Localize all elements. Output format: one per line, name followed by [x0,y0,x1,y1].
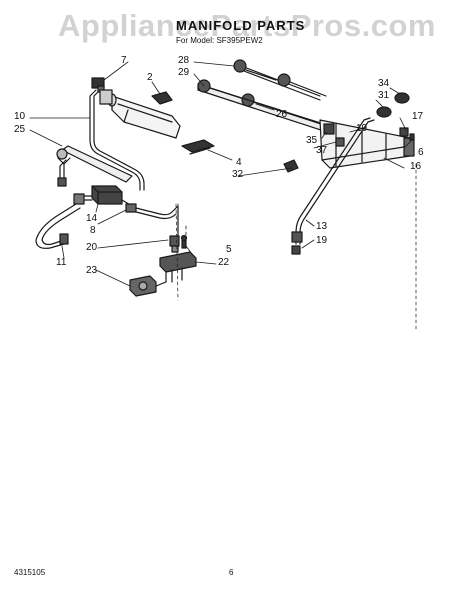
burner-tube [99,89,181,139]
callout-22: 22 [218,257,230,268]
model-subtitle: For Model: SF395PEW2 [176,36,263,45]
screw-6 [409,133,415,141]
callout-19-lower: 19 [316,235,328,246]
manifold-22 [159,251,197,283]
fitting-20 [169,235,180,253]
callout-35: 35 [306,135,318,146]
callout-31: 31 [378,90,390,101]
fitting-19-lower [291,245,301,255]
callout-13: 13 [316,221,328,232]
callout-37: 37 [316,145,328,156]
tube-13 [291,117,375,245]
gas-tube-left [89,89,145,191]
leader-lines [29,61,413,287]
callout-26: 26 [276,109,288,120]
burner-25 [56,145,133,187]
callout-25: 25 [14,124,26,135]
callout-28: 28 [178,55,190,66]
callout-32: 32 [232,169,244,180]
bracket-32 [283,159,299,173]
document-number: 4315105 [14,568,46,577]
cap-31 [376,106,392,118]
callout-11: 11 [56,257,67,268]
callout-29: 29 [178,67,190,78]
callout-34: 34 [378,78,390,89]
valve-14 [73,185,137,213]
fitting-35 [323,123,335,135]
screw-5 [180,234,188,249]
callout-4: 4 [236,157,242,168]
page-number: 6 [229,568,234,577]
dashed-leader [177,203,187,239]
tube-11 [35,203,81,249]
watermark: AppliancePartsPros.com [58,8,436,43]
callout-7: 7 [121,55,127,66]
callout-10: 10 [14,111,26,122]
callout-19-upper: 19 [356,123,368,134]
callout-8: 8 [90,225,96,236]
range-outline [175,163,417,331]
callout-14: 14 [86,213,98,224]
regulator-23 [129,275,167,297]
callout-6: 6 [418,147,424,158]
cap-34 [394,92,410,104]
callout-23: 23 [86,265,98,276]
bracket-2 [151,91,173,105]
callout-20: 20 [86,242,98,253]
diagram-title: MANIFOLD PARTS [176,18,306,33]
fitting-37 [335,137,345,147]
callout-2: 2 [147,72,153,83]
tube-8 [135,205,179,237]
callout-16: 16 [410,161,422,172]
burner-rail-16 [319,119,415,169]
bracket-4 [181,139,215,155]
fitting-17 [399,127,409,137]
callout-17: 17 [412,111,424,122]
callout-5: 5 [226,244,232,255]
